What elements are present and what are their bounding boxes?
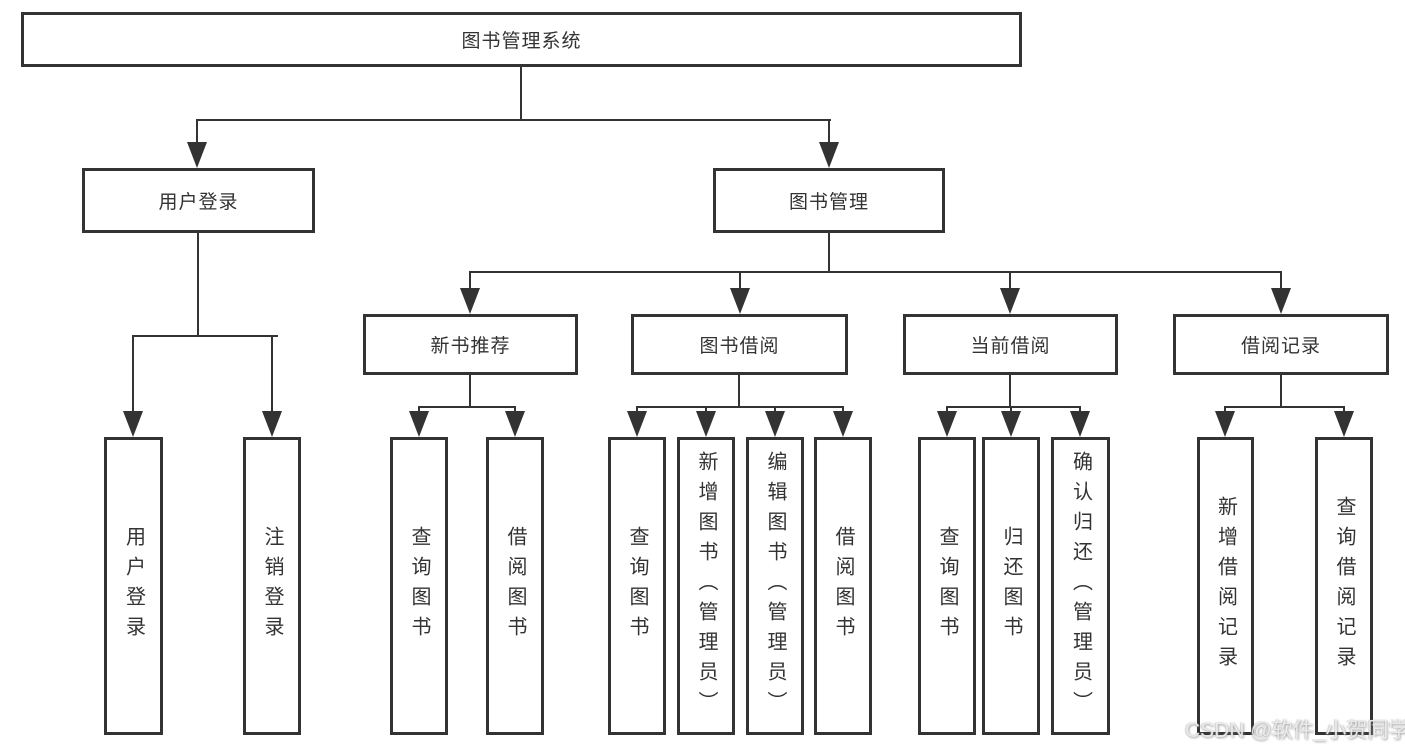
connector-root-rail [197,119,831,121]
arrowhead-down-icon [1334,411,1354,437]
connector-rail [1225,406,1344,408]
node-root-system: 图书管理系统 [21,12,1022,67]
arrowhead-down-icon [765,411,785,437]
leaf-label: 新增借阅记录 [1214,496,1237,676]
arrowhead-down-icon [1070,411,1090,437]
leaf-label: 查询图书 [408,526,430,646]
node-current-borrow: 当前借阅 [903,314,1118,375]
node-new-book-recommend: 新书推荐 [363,314,578,375]
connector-shaft [1280,271,1282,291]
leaf-label: 用户登录 [122,526,145,646]
connector-shaft [271,335,273,415]
arrowhead-down-icon [505,411,525,437]
connector-mgmt-rail [469,271,1282,273]
connector-shaft [828,119,830,147]
leaf-label: 新增图书（管理员） [695,451,717,721]
leaf-edit-books-admin: 编辑图书（管理员） [746,437,804,735]
leaf-recommend-query-books: 查询图书 [390,437,448,735]
leaf-query-borrow-record: 查询借阅记录 [1315,437,1373,735]
connector-mgmt-stem [828,233,830,273]
leaf-borrow-query-books: 查询图书 [608,437,666,735]
leaf-label: 查询图书 [936,526,958,646]
arrowhead-down-icon [409,411,429,437]
leaf-label: 确认归还（管理员） [1069,451,1092,721]
arrowhead-down-icon [833,411,853,437]
arrowhead-down-icon [696,411,716,437]
leaf-current-query-books: 查询图书 [918,437,976,735]
connector-stem [738,375,740,408]
leaf-add-books-admin: 新增图书（管理员） [677,437,735,735]
leaf-label: 借阅图书 [504,526,526,646]
connector-login-rail [133,335,278,337]
connector-rail [637,406,843,408]
node-borrow-records: 借阅记录 [1173,314,1389,375]
node-book-management: 图书管理 [713,168,945,233]
leaf-user-login: 用户登录 [104,437,163,735]
leaf-add-borrow-record: 新增借阅记录 [1197,437,1254,735]
connector-rail [947,406,1081,408]
node-new-book-recommend-label: 新书推荐 [430,336,511,357]
connector-stem [469,375,471,408]
connector-login-stem [197,233,199,337]
leaf-label: 查询借阅记录 [1333,496,1355,676]
connector-root-stem [520,67,522,120]
leaf-label: 归还图书 [1000,526,1022,646]
node-current-borrow-label: 当前借阅 [970,336,1051,357]
leaf-label: 借阅图书 [832,526,854,646]
arrowhead-down-icon [1271,288,1291,314]
leaf-logout: 注销登录 [243,437,301,735]
arrowhead-down-icon [460,288,480,314]
node-user-login-label: 用户登录 [158,192,239,213]
connector-stem [1009,375,1011,408]
connector-shaft [196,119,198,147]
leaf-recommend-borrow-books: 借阅图书 [486,437,544,735]
arrowhead-down-icon [123,411,143,437]
leaf-confirm-return-admin: 确认归还（管理员） [1051,437,1110,735]
node-book-borrow: 图书借阅 [631,314,848,375]
node-root-label: 图书管理系统 [461,31,582,52]
arrowhead-down-icon [262,411,282,437]
arrowhead-down-icon [627,411,647,437]
connector-rail [418,406,516,408]
leaf-label: 查询图书 [626,526,648,646]
leaf-label: 注销登录 [261,526,283,646]
arrowhead-down-icon [187,142,207,168]
arrowhead-down-icon [730,288,750,314]
arrowhead-down-icon [819,142,839,168]
connector-stem [1280,375,1282,408]
leaf-label: 编辑图书（管理员） [764,451,786,721]
leaf-return-books: 归还图书 [982,437,1040,735]
connector-shaft [132,335,134,415]
node-user-login: 用户登录 [82,168,315,233]
node-borrow-records-label: 借阅记录 [1240,336,1321,357]
connector-shaft [469,271,471,291]
node-book-management-label: 图书管理 [788,192,869,213]
csdn-watermark: CSDN @软件_小贺同学 [1185,719,1405,742]
node-book-borrow-label: 图书借阅 [699,336,780,357]
arrowhead-down-icon [937,411,957,437]
arrowhead-down-icon [1000,288,1020,314]
arrowhead-down-icon [1215,411,1235,437]
connector-shaft [739,271,741,291]
arrowhead-down-icon [1001,411,1021,437]
leaf-borrow-books: 借阅图书 [814,437,872,735]
connector-shaft [1009,271,1011,291]
